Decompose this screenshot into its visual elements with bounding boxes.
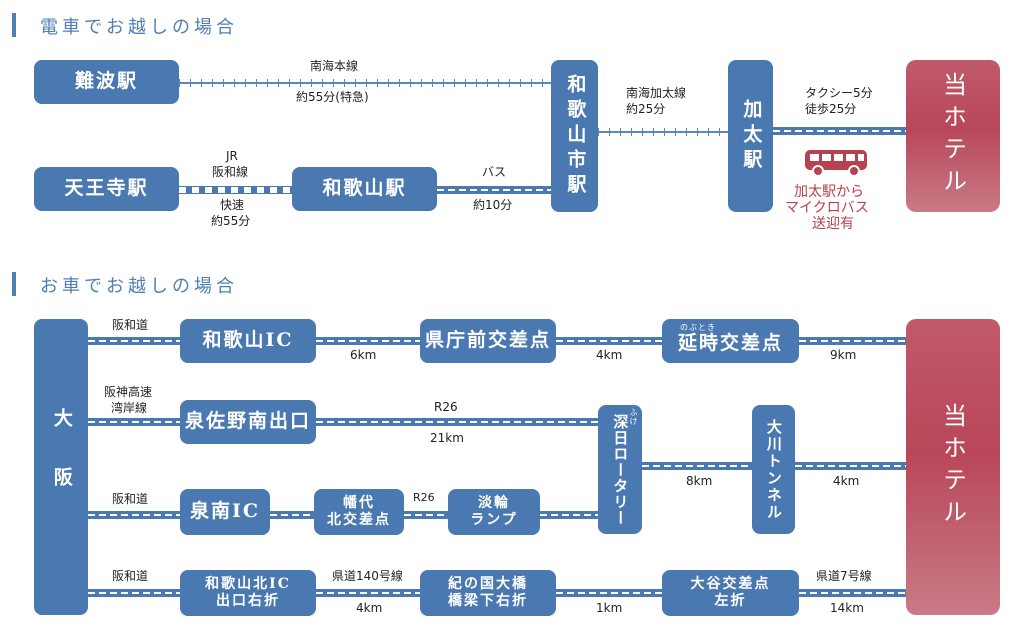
otani-line1: 大谷交差点	[690, 575, 771, 592]
kada-line-time: 約25分	[626, 102, 666, 116]
station-namba: 難波駅	[34, 60, 179, 104]
tannowa-line2: ランプ	[470, 512, 518, 528]
nankai-main-time: 約55分(特急)	[296, 90, 369, 104]
route1-line-a	[88, 337, 180, 345]
route4-road2: 県道140号線	[332, 569, 403, 583]
route4-road3: 県道7号線	[816, 569, 872, 583]
route3-line-a	[88, 511, 180, 519]
nankai-main-label: 南海本線	[310, 59, 359, 73]
route1-line-c	[556, 337, 662, 345]
jr-time-label: 約55分	[211, 214, 251, 228]
station-wakayamashi: 和歌山市駅	[551, 60, 598, 212]
wakayama-kita-line1: 和歌山北IC	[205, 575, 291, 592]
taxi-label: タクシー5分	[805, 86, 873, 100]
station-wakayama: 和歌山駅	[292, 167, 437, 211]
route3-r26: R26	[413, 491, 435, 504]
shared-line-a	[642, 462, 752, 470]
route4-dist-2: 1km	[596, 601, 623, 615]
nankai-main-line	[179, 79, 551, 87]
route3-road: 阪和道	[112, 492, 149, 506]
nobutoki-label: 延時交差点	[677, 332, 783, 355]
node-kenchomae: 県庁前交差点	[420, 319, 556, 363]
shared-dist-1: 8km	[686, 474, 713, 488]
kada-hotel-line	[773, 127, 906, 135]
fuke-ruby: ふけ	[629, 408, 638, 426]
shuttle-note-2: マイクロバス	[785, 200, 869, 216]
route4-road: 阪和道	[112, 569, 149, 583]
bus-line	[437, 186, 551, 194]
node-nobutoki: 延時交差点	[662, 319, 799, 363]
wakayama-kita-line2: 出口右折	[216, 593, 280, 609]
route2-line-a	[88, 418, 180, 426]
walk-label: 徒歩25分	[805, 102, 857, 116]
route4-dist-3: 14km	[830, 601, 864, 615]
origin-osaka: 大阪	[34, 319, 88, 615]
route1-line-b	[316, 337, 420, 345]
jr-label: JR	[226, 149, 238, 163]
train-section-title: 電車でお越しの場合	[40, 17, 238, 38]
section-marker	[12, 13, 16, 37]
node-sennan-ic: 泉南IC	[180, 489, 270, 535]
route4-dist-1: 4km	[356, 601, 383, 615]
route3-line-d	[540, 511, 598, 519]
node-izumisano: 泉佐野南出口	[180, 400, 316, 444]
route2-line-b	[316, 418, 598, 426]
shuttle-note-1: 加太駅から	[794, 184, 864, 200]
hotel-box-train: 当ホテル	[906, 60, 1000, 212]
node-wakayama-ic: 和歌山IC	[180, 319, 316, 363]
hatashiro-line2: 北交差点	[327, 512, 391, 528]
route2-road-2: 湾岸線	[111, 401, 148, 415]
nobutoki-ruby: のぶとき	[680, 323, 716, 332]
route3-line-b	[270, 511, 314, 519]
jr-line-label: 阪和線	[212, 165, 249, 179]
tannowa-line1: 淡輪	[478, 494, 510, 511]
bus-time-label: 約10分	[473, 198, 513, 212]
shared-dist-2: 4km	[833, 474, 860, 488]
route1-dist-2: 4km	[596, 348, 623, 362]
route1-dist-1: 6km	[350, 348, 377, 362]
route4-line-d	[799, 589, 906, 597]
node-tannowa: 淡輪 ランプ	[448, 489, 540, 535]
otani-line2: 左折	[714, 593, 747, 609]
jr-service-label: 快速	[220, 198, 245, 212]
hotel-box-car: 当ホテル	[906, 319, 1000, 615]
route1-dist-3: 9km	[830, 348, 857, 362]
route4-line-c	[556, 589, 662, 597]
route2-dist: 21km	[430, 431, 464, 445]
bus-label: バス	[482, 165, 507, 179]
kinokuni-line1: 紀の国大橋	[448, 575, 528, 592]
route2-r26: R26	[434, 400, 458, 414]
shared-line-b	[795, 462, 906, 470]
kinokuni-line2: 橋梁下右折	[448, 593, 528, 609]
route2-road-1: 阪神高速	[104, 385, 153, 399]
route1-line-d	[799, 337, 906, 345]
car-section-title: お車でお越しの場合	[40, 276, 238, 297]
route3-line-c	[404, 511, 448, 519]
jr-hanwa-line	[179, 186, 292, 194]
node-kinokuni-bridge: 紀の国大橋 橋梁下右折	[420, 570, 556, 616]
kada-line-label: 南海加太線	[626, 86, 687, 100]
section-marker	[12, 272, 16, 296]
route4-line-b	[316, 589, 420, 597]
hatashiro-line1: 幡代	[343, 494, 375, 511]
node-otani: 大谷交差点 左折	[662, 570, 799, 616]
nankai-kada-line	[598, 128, 728, 136]
route4-line-a	[88, 589, 180, 597]
node-okawa-tunnel: 大川トンネル	[752, 405, 795, 534]
bus-icon	[803, 148, 869, 178]
node-fuke-rotary: 深日ロータリー	[598, 405, 642, 534]
station-kada: 加太駅	[728, 60, 773, 212]
node-hatashiro: 幡代 北交差点	[314, 489, 404, 535]
shuttle-note-3: 送迎有	[812, 216, 854, 232]
route1-road: 阪和道	[112, 318, 149, 332]
station-tennoji: 天王寺駅	[34, 167, 179, 211]
node-wakayama-kita-ic: 和歌山北IC 出口右折	[180, 570, 316, 616]
